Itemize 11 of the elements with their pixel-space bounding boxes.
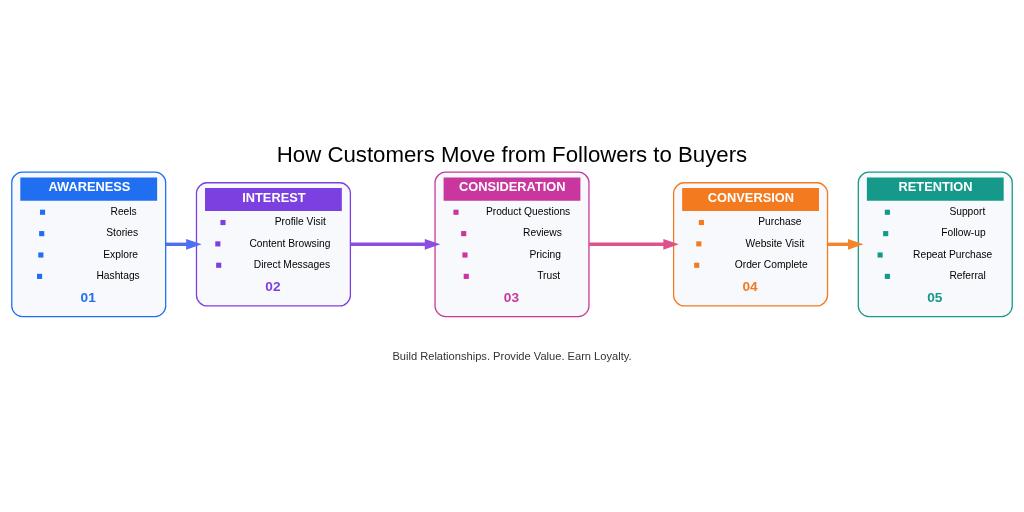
arrow (827, 238, 864, 250)
node-box: CONSIDERATION Product Questions Reviews Pricing Trust 03 (434, 170, 590, 317)
label: Build Relationships. Provide Value. Earn Loyalty. (392, 349, 632, 362)
node-box: RETENTION Support Follow-up Repeat Purchase Referral 05 (857, 170, 1013, 317)
node-box: AWARENESS Reels Stories Explore Hashtags 01 (11, 170, 167, 317)
arrow (350, 238, 441, 250)
arrow (165, 238, 202, 250)
diagram-title: How Customers Move from Followers to Buyers (276, 141, 748, 167)
node-box: CONVERSION Purchase Website Visit Order Complete 04 (672, 181, 829, 306)
arrow (589, 238, 679, 250)
node-box: INTEREST Profile Visit Content Browsing Direct Messages 02 (195, 181, 352, 306)
